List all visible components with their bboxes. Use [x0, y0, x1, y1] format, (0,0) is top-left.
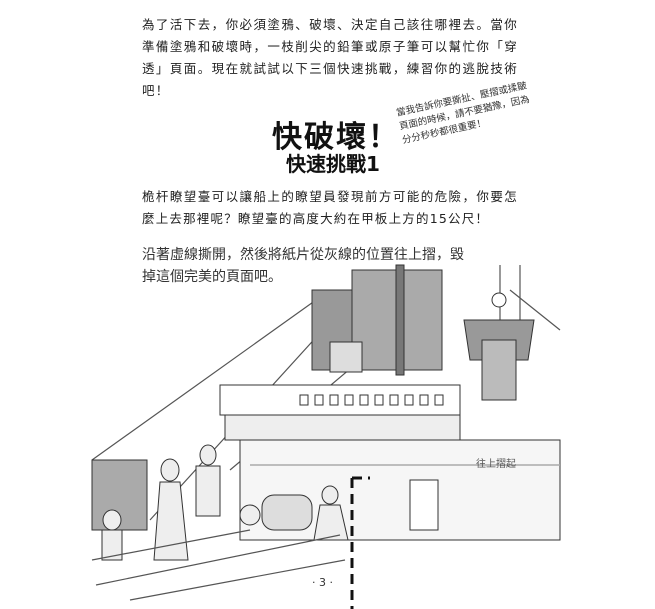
challenge-subtitle: 快速挑戰1 — [286, 152, 380, 176]
page-title: 快破壞！ — [272, 120, 400, 155]
intro-paragraph: 為了活下去，你必須塗鴉、破壞、決定自己該往哪裡去。當你準備塗鴉和破壞時，一枝削尖… — [142, 17, 518, 98]
challenge-paragraph: 桅杆瞭望臺可以讓船上的瞭望員發現前方可能的危險，你要怎麼上去那裡呢？瞭望臺的高度… — [142, 189, 518, 226]
instruction-text: 沿著虛線撕開，然後將紙片從灰線的位置往上摺，毀掉這個完美的頁面吧。 — [142, 247, 464, 285]
page-number: · 3 · — [312, 576, 333, 589]
fold-up-label: 往上摺起 — [476, 459, 516, 470]
